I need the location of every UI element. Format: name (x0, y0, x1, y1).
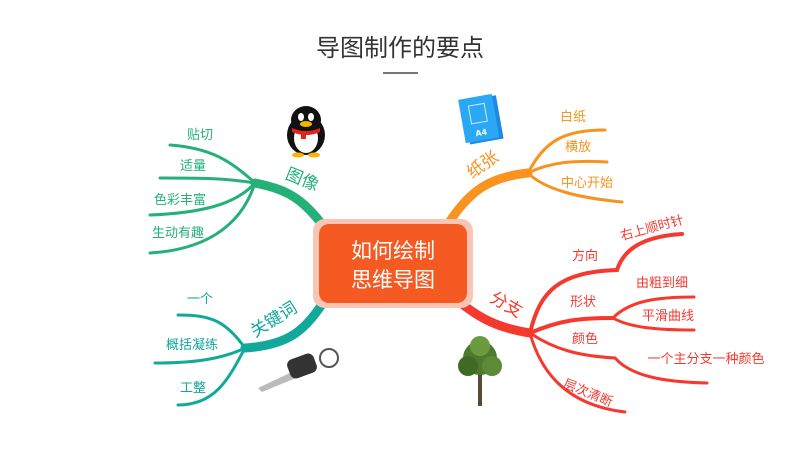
leaf-label: 平滑曲线 (642, 309, 694, 324)
leaf-label: 层次清断 (561, 376, 615, 410)
penguin-icon (287, 106, 325, 158)
leaf-label: 中心开始 (561, 176, 613, 191)
a4-paper-icon: A4 (458, 93, 504, 145)
leaf-label: 生动有趣 (152, 226, 204, 241)
leaf-label: 贴切 (187, 128, 213, 143)
center-line-1: 如何绘制 (351, 239, 435, 263)
leaf-label: 工整 (180, 381, 206, 396)
center-node: 如何绘制 思维导图 (313, 219, 473, 308)
leaf-label: 颜色 (572, 331, 598, 347)
leaf-label: 方向 (572, 248, 598, 264)
branch-label-branch: 分支 (486, 288, 525, 322)
tree-icon (458, 336, 502, 406)
leaf-label: 白纸 (560, 109, 586, 125)
leaf-label: 一个 (187, 292, 213, 307)
branch-paper (443, 128, 624, 229)
leaf-label: 概括凝练 (166, 337, 218, 353)
leaf-label: 横放 (565, 140, 591, 155)
leaf-label: 色彩丰富 (154, 192, 206, 208)
center-line-2: 思维导图 (351, 268, 435, 292)
leaf-label: 适量 (180, 159, 206, 174)
page-title: 导图制作的要点 (316, 34, 484, 62)
leaf-label: 形状 (570, 295, 596, 310)
leaf-label: 一个主分支一种颜色 (647, 351, 764, 367)
leaf-label: 由粗到细 (636, 276, 688, 291)
branch-keyword (153, 295, 330, 407)
car-key-icon (258, 348, 339, 392)
a4-label: A4 (475, 127, 489, 138)
